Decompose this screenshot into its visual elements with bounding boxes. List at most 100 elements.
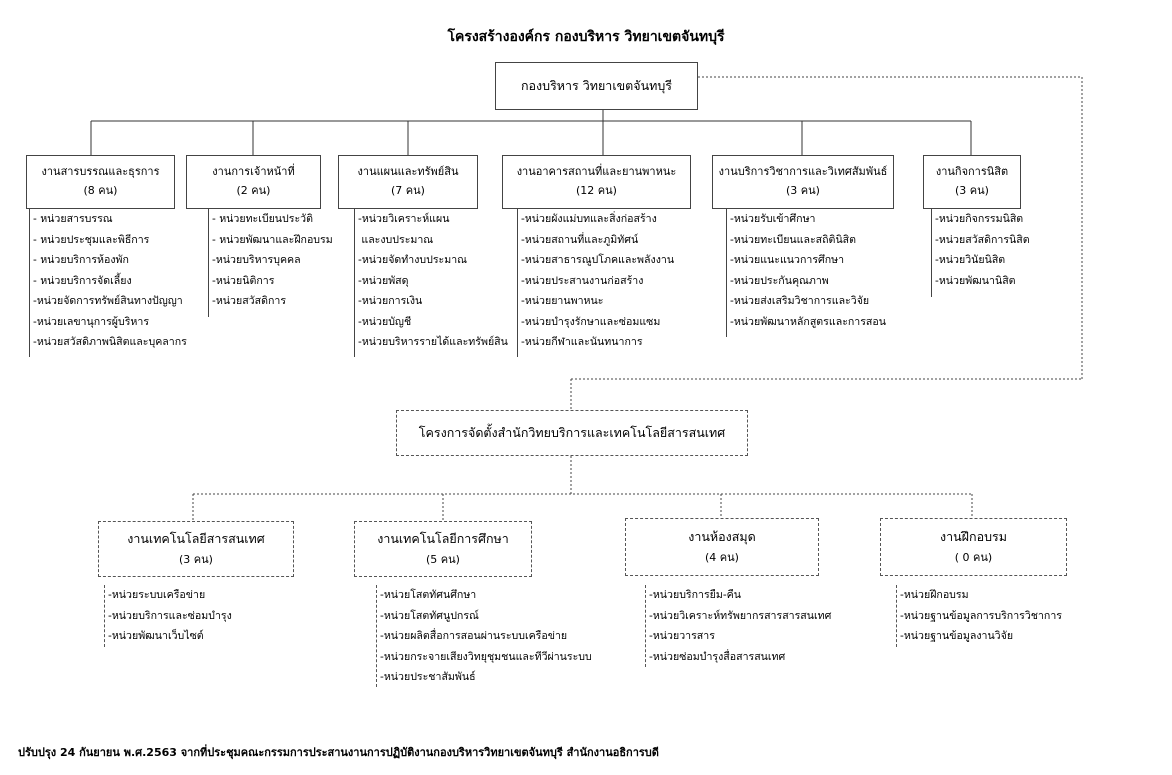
list-item: -หน่วยพัสดุ xyxy=(358,274,409,287)
unit-items: -หน่วยวิเคราะห์แผน และงบประมาณ -หน่วยจัด… xyxy=(354,209,508,357)
list-item: -หน่วยยานพาหนะ xyxy=(521,295,604,307)
list-item: -หน่วยแนะแนวการศึกษา xyxy=(730,254,845,266)
list-item: -หน่วยวิเคราะห์แผน xyxy=(358,213,450,225)
list-item: -หน่วยฐานข้อมูลการบริการวิชาการ xyxy=(900,609,1062,622)
root-label: กองบริหาร วิทยาเขตจันทบุรี xyxy=(520,78,673,94)
unit-count: (7 คน) xyxy=(391,184,425,197)
project-unit-box: งานห้องสมุด (4 คน) xyxy=(625,518,819,576)
list-item: -หน่วยฐานข้อมูลงานวิจัย xyxy=(900,630,1014,642)
unit-items: -หน่วยกิจกรรมนิสิต -หน่วยสวัสดิการนิสิต … xyxy=(931,209,1030,297)
list-item: -หน่วยจัดทำงบประมาณ xyxy=(358,254,467,266)
unit-name: งานแผนและทรัพย์สิน xyxy=(357,165,459,179)
project-unit-count: (3 คน) xyxy=(179,553,213,567)
list-item: -หน่วยสวัสดิการนิสิต xyxy=(935,233,1030,246)
list-item: -หน่วยบริการยืม-คืน xyxy=(649,589,742,601)
unit-box: งานบริการวิชาการและวิเทศสัมพันธ์ (3 คน) xyxy=(712,155,894,209)
list-item: -หน่วยการเงิน xyxy=(358,295,423,307)
footer-note: ปรับปรุง 24 กันยายน พ.ศ.2563 จากที่ประชุ… xyxy=(18,746,659,759)
unit-box: งานสารบรรณและธุรการ (8 คน) xyxy=(26,155,175,209)
project-unit-count: ( 0 คน) xyxy=(954,551,993,565)
project-unit-items: -หน่วยระบบเครือข่าย -หน่วยบริการและซ่อมบ… xyxy=(104,585,232,647)
list-item: -หน่วยบริหารรายได้และทรัพย์สิน xyxy=(358,336,508,348)
list-item: -หน่วยประชาสัมพันธ์ xyxy=(380,671,476,683)
project-label: โครงการจัดตั้งสำนักวิทยบริการและเทคโนโลย… xyxy=(418,425,726,441)
project-unit-name: งานห้องสมุด xyxy=(688,528,756,544)
list-item: - หน่วยสารบรรณ xyxy=(33,213,113,225)
list-item: -หน่วยสวัสดิการ xyxy=(212,295,287,307)
unit-box: งานแผนและทรัพย์สิน (7 คน) xyxy=(338,155,478,209)
list-item: -หน่วยบริการและซ่อมบำรุง xyxy=(108,609,232,622)
unit-name: งานสารบรรณและธุรการ xyxy=(41,165,160,179)
list-item: -หน่วยผังแม่บทและสิ่งก่อสร้าง xyxy=(521,213,657,225)
list-item: -หน่วยกระจายเสียงวิทยุชุมชนและทีวีผ่านระ… xyxy=(380,650,592,663)
list-item: -หน่วยกิจกรรมนิสิต xyxy=(935,213,1024,225)
list-item: และงบประมาณ xyxy=(358,233,434,246)
page-title: โครงสร้างองค์กร กองบริหาร วิทยาเขตจันทบุ… xyxy=(447,29,725,45)
unit-items: -หน่วยผังแม่บทและสิ่งก่อสร้าง -หน่วยสถาน… xyxy=(517,209,674,357)
unit-items: - หน่วยสารบรรณ - หน่วยประชุมและพิธีการ -… xyxy=(29,209,187,357)
unit-name: งานการเจ้าหน้าที่ xyxy=(212,165,295,179)
list-item: -หน่วยวารสาร xyxy=(649,630,715,642)
unit-count: (12 คน) xyxy=(576,184,617,197)
unit-box: งานการเจ้าหน้าที่ (2 คน) xyxy=(186,155,321,209)
list-item: -หน่วยรับเข้าศึกษา xyxy=(730,213,816,225)
project-unit-box: งานฝึกอบรม ( 0 คน) xyxy=(880,518,1067,576)
list-item: -หน่วยระบบเครือข่าย xyxy=(108,589,206,601)
unit-count: (8 คน) xyxy=(83,184,118,197)
list-item: - หน่วยพัฒนาและฝึกอบรม xyxy=(212,233,333,246)
list-item: -หน่วยฝึกอบรม xyxy=(900,589,969,601)
root-box: กองบริหาร วิทยาเขตจันทบุรี xyxy=(495,62,698,110)
list-item: -หน่วยกีฬาและนันทนาการ xyxy=(521,336,643,348)
list-item: -หน่วยโสตทัศนศึกษา xyxy=(380,589,477,601)
list-item: -หน่วยนิติการ xyxy=(212,274,275,287)
unit-count: (2 คน) xyxy=(236,184,271,197)
project-unit-count: (5 คน) xyxy=(426,553,460,567)
unit-items: -หน่วยรับเข้าศึกษา -หน่วยทะเบียนและสถิติ… xyxy=(726,209,886,337)
project-unit-count: (4 คน) xyxy=(705,551,739,565)
unit-box: งานอาคารสถานที่และยานพาหนะ (12 คน) xyxy=(502,155,691,209)
list-item: -หน่วยสถานที่และภูมิทัศน์ xyxy=(521,233,639,246)
list-item: -หน่วยวิเคราะห์ทรัพยากรสารสารสนเทศ xyxy=(649,609,832,622)
list-item: -หน่วยเลขานุการผู้บริหาร xyxy=(33,315,150,328)
list-item: -หน่วยซ่อมบำรุงสื่อสารสนเทศ xyxy=(649,650,786,663)
project-unit-items: -หน่วยฝึกอบรม -หน่วยฐานข้อมูลการบริการวิ… xyxy=(896,585,1062,647)
solid-connectors xyxy=(90,110,972,155)
unit-count: (3 คน) xyxy=(955,184,989,197)
list-item: -หน่วยสาธารณูปโภคและพลังงาน xyxy=(521,254,675,266)
project-unit-box: งานเทคโนโลยีการศึกษา (5 คน) xyxy=(354,521,532,577)
list-item: -หน่วยวินัยนิสิต xyxy=(935,254,1006,266)
unit-box: งานกิจการนิสิต (3 คน) xyxy=(923,155,1021,209)
dotted-connectors xyxy=(192,76,1083,521)
list-item: - หน่วยบริการห้องพัก xyxy=(33,254,129,266)
list-item: -หน่วยประกันคุณภาพ xyxy=(730,274,829,287)
list-item: -หน่วยสวัสดิภาพนิสิตและบุคลากร xyxy=(33,336,187,348)
list-item: -หน่วยผลิตสื่อการสอนผ่านระบบเครือข่าย xyxy=(380,630,568,642)
list-item: -หน่วยบำรุงรักษาและซ่อมแซม xyxy=(521,315,661,328)
project-unit-name: งานเทคโนโลยีสารสนเทศ xyxy=(127,530,265,546)
project-unit-items: -หน่วยโสตทัศนศึกษา -หน่วยโสตทัศนูปกรณ์ -… xyxy=(376,585,592,687)
project-unit-name: งานเทคโนโลยีการศึกษา xyxy=(377,530,509,546)
list-item: -หน่วยพัฒนานิสิต xyxy=(935,274,1016,287)
list-item: - หน่วยทะเบียนประวัติ xyxy=(212,213,313,225)
unit-name: งานอาคารสถานที่และยานพาหนะ xyxy=(516,165,677,179)
unit-name: งานกิจการนิสิต xyxy=(935,165,1009,179)
list-item: -หน่วยบัญชี xyxy=(358,315,412,328)
unit-items: - หน่วยทะเบียนประวัติ - หน่วยพัฒนาและฝึก… xyxy=(208,209,333,317)
project-unit-items: -หน่วยบริการยืม-คืน -หน่วยวิเคราะห์ทรัพย… xyxy=(645,585,831,667)
list-item: -หน่วยประสานงานก่อสร้าง xyxy=(521,274,644,287)
project-box: โครงการจัดตั้งสำนักวิทยบริการและเทคโนโลย… xyxy=(396,410,748,456)
unit-count: (3 คน) xyxy=(786,184,820,197)
project-unit-name: งานฝึกอบรม xyxy=(940,528,1007,544)
list-item: -หน่วยบริหารบุคคล xyxy=(212,254,301,266)
list-item: -หน่วยจัดการทรัพย์สินทางปัญญา xyxy=(33,295,183,307)
list-item: - หน่วยประชุมและพิธีการ xyxy=(33,233,150,246)
list-item: -หน่วยพัฒนาเว็บไซต์ xyxy=(108,630,204,642)
list-item: -หน่วยทะเบียนและสถิตินิสิต xyxy=(730,233,857,246)
list-item: -หน่วยโสตทัศนูปกรณ์ xyxy=(380,609,479,622)
list-item: - หน่วยบริการจัดเลี้ยง xyxy=(33,274,132,287)
unit-name: งานบริการวิชาการและวิเทศสัมพันธ์ xyxy=(718,165,888,179)
list-item: -หน่วยพัฒนาหลักสูตรและการสอน xyxy=(730,315,887,328)
list-item: -หน่วยส่งเสริมวิชาการและวิจัย xyxy=(730,295,870,307)
project-unit-box: งานเทคโนโลยีสารสนเทศ (3 คน) xyxy=(98,521,294,577)
